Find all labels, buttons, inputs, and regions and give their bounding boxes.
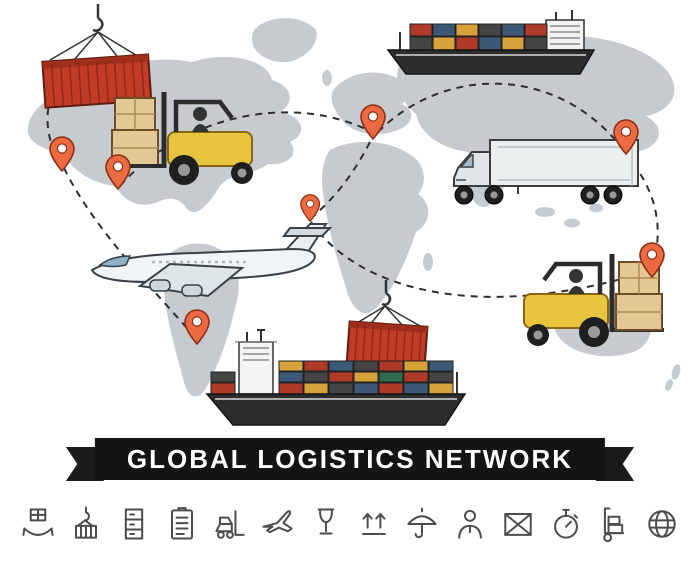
delivery-time-icon	[544, 496, 589, 552]
world-map-area	[27, 4, 681, 426]
banner-bar: GLOBAL LOGISTICS NETWORK	[94, 438, 606, 480]
illustration-forklift-east	[523, 254, 664, 347]
island-indonesia-3	[589, 203, 603, 213]
illustration-cargo-ship-northeast	[386, 10, 596, 75]
hand-truck-icon	[592, 496, 637, 552]
route-dashed-line	[310, 221, 647, 298]
continent-europe	[331, 72, 412, 135]
illustration-crane-container-center	[345, 280, 429, 368]
illustration-crane-container-northwest	[41, 4, 153, 109]
crane-hook-icon	[64, 496, 109, 552]
island-new-zealand-1	[671, 364, 681, 380]
banner-title: GLOBAL LOGISTICS NETWORK	[126, 443, 574, 474]
fragile-icon	[304, 496, 349, 552]
route-dashed-line	[312, 141, 371, 218]
parcel-locker-icon	[112, 496, 157, 552]
island-new-zealand-2	[665, 379, 673, 391]
courier-icon	[448, 496, 493, 552]
island-madagascar	[423, 253, 433, 271]
island-indonesia-1	[535, 207, 555, 217]
this-way-up-icon	[352, 496, 397, 552]
wooden-crate-icon	[496, 496, 541, 552]
continent-greenland	[252, 18, 317, 63]
continent-africa	[322, 141, 429, 314]
route-dashed-line	[377, 82, 623, 149]
island-japan	[646, 90, 658, 110]
illustration-cargo-plane-west	[90, 223, 333, 298]
keep-dry-icon	[400, 496, 445, 552]
route-dashed-line	[119, 111, 369, 187]
handle-with-care-icon	[16, 496, 61, 552]
illustration-forklift-west	[110, 92, 253, 185]
forklift-icon	[208, 496, 253, 552]
island-indonesia-2	[564, 218, 580, 228]
illustration-cargo-ship-south	[205, 329, 467, 426]
map-scene	[27, 4, 681, 426]
worldwide-shipping-icon	[640, 496, 685, 552]
checklist-icon	[160, 496, 205, 552]
air-freight-icon	[256, 496, 301, 552]
footer-icon-row	[0, 496, 700, 552]
title-banner: GLOBAL LOGISTICS NETWORK	[65, 438, 635, 481]
island-uk	[322, 70, 332, 86]
route-dashed-line	[63, 167, 195, 337]
